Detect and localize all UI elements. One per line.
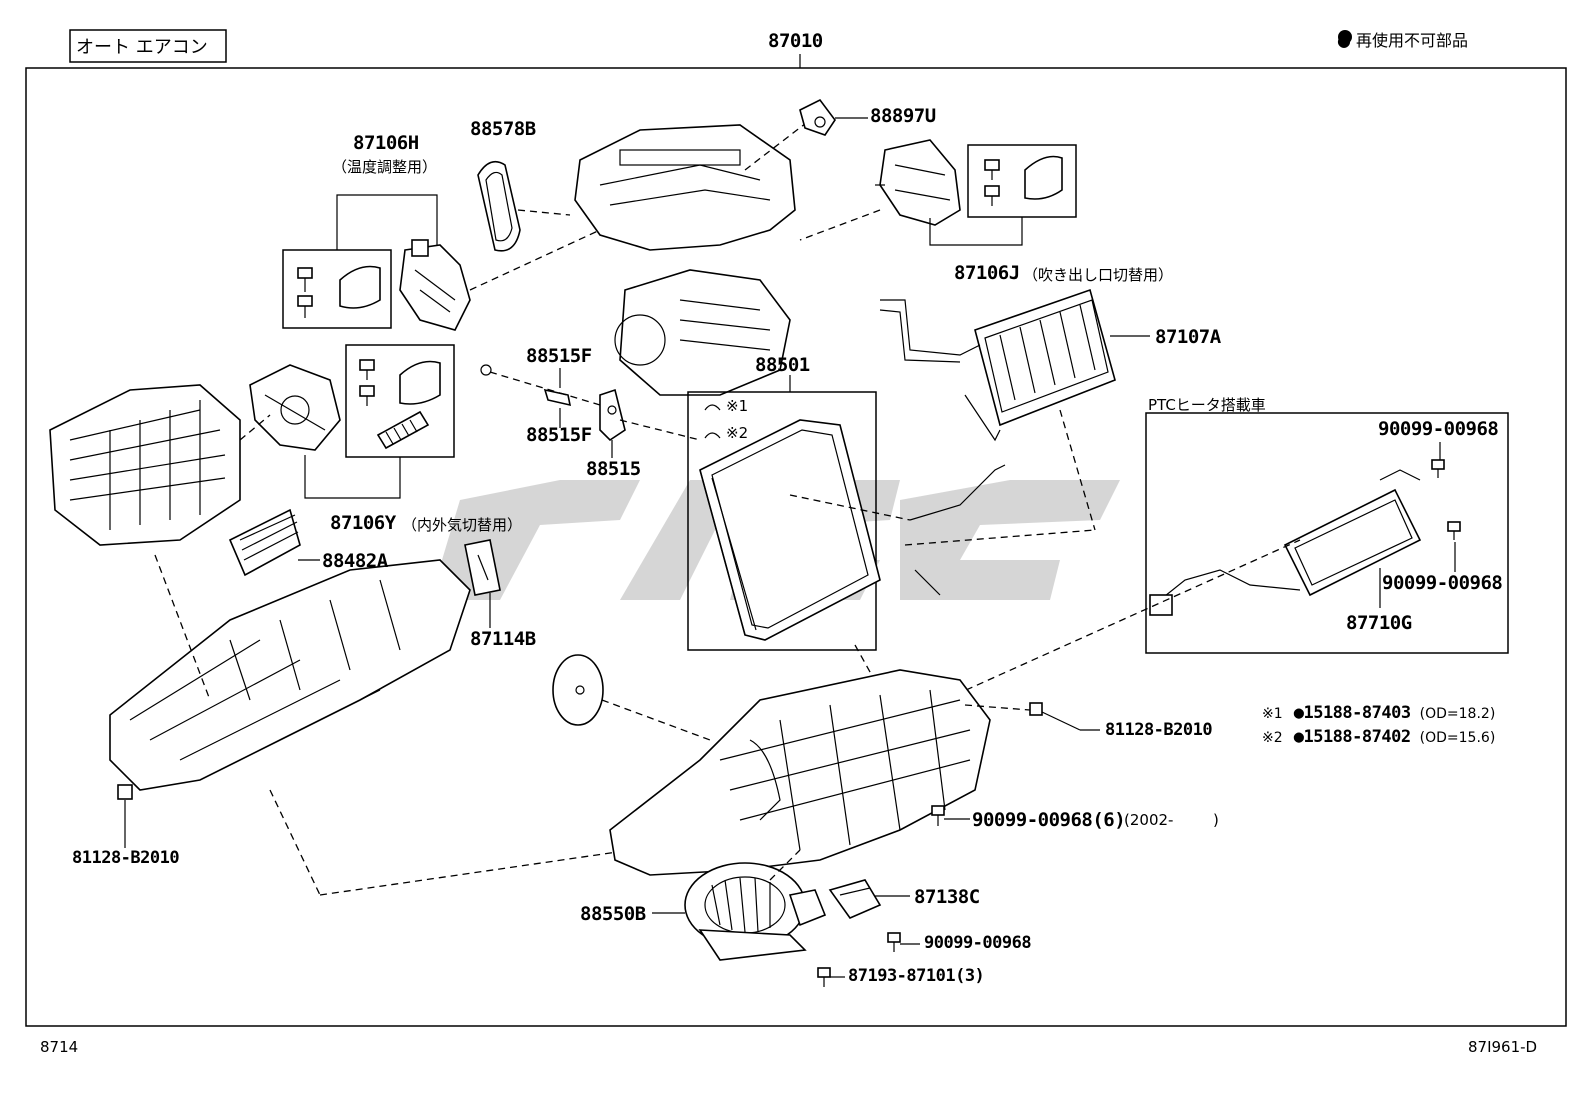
spring-87106Y [376,410,430,450]
screw-ptc-b [1447,521,1461,540]
screw-87193 [817,967,831,987]
damper-disk [552,654,604,726]
assembly-number: 87010 [768,30,823,52]
label-88501[interactable]: 88501 [755,354,810,376]
screw-ptc-a [1431,459,1445,478]
label-87106J[interactable]: 87106J [954,262,1020,284]
heater-core-87107A [879,288,1116,442]
gasket-87106H [339,265,381,309]
seal-88578B [477,160,521,252]
label-90099-c[interactable]: 90099-00968 [924,933,1032,953]
model-tag: オート エアコン [76,37,208,58]
sensor-88897U [799,98,836,136]
blower-motor-88550B [684,862,827,961]
lower-unit-case [609,669,991,876]
label-88515[interactable]: 88515 [586,458,641,480]
label-90099-a[interactable]: 90099-00968 [1378,418,1499,440]
label-87106Y[interactable]: 87106Y [330,512,396,534]
note-spec: (OD=15.6) [1419,730,1496,746]
mark-2-label: ※2 [726,424,749,442]
label-88578B[interactable]: 88578B [470,118,536,140]
label-87138C[interactable]: 87138C [914,886,980,908]
upper-heater-case [574,124,796,396]
note-87106H: （温度調整用） [332,158,438,176]
note-87106J: （吹き出し口切替用） [1023,266,1174,284]
label-88515F-a[interactable]: 88515F [526,345,592,367]
actuator-87106H [399,239,471,331]
label-87193[interactable]: 87193-87101(3) [848,966,985,986]
lower-frame [109,559,471,791]
label-87107A[interactable]: 87107A [1155,326,1221,348]
note-mark: ※2 [1262,730,1283,746]
model-tag-box [69,29,227,63]
evaporator-88501 [699,419,881,641]
label-81128-right[interactable]: 81128-B2010 [1105,720,1213,740]
main-frame [25,67,1567,1027]
screw-group-87106Y [359,359,375,406]
label-88897U[interactable]: 88897U [870,105,936,127]
filter-88482A [228,508,301,577]
intake-case [49,384,241,546]
actuator-87106Y [249,364,341,451]
legend-bullet [1338,30,1352,44]
label-88515F-b[interactable]: 88515F [526,424,592,446]
label-81128-left[interactable]: 81128-B2010 [72,848,180,868]
label-90099-b[interactable]: 90099-00968 [1382,572,1503,594]
label-90099-6[interactable]: 90099-00968(6) [972,809,1126,831]
page-code: 8714 [40,1038,79,1056]
screw-group-87106H [297,267,313,318]
label-87710G[interactable]: 87710G [1346,612,1412,634]
date-90099-6: (2002- [1124,811,1174,829]
resistor-87138C [828,879,882,919]
valve-88515 [599,388,626,442]
ptc-heater-box [1145,412,1509,654]
kit-box-88501 [687,391,877,651]
screw-90099-c [887,932,901,952]
label-88550B[interactable]: 88550B [580,903,646,925]
label-87106H[interactable]: 87106H [353,132,419,154]
gasket-87106J [1024,155,1063,200]
oring-88515F [480,364,572,407]
note-mark: ※1 [1262,706,1283,722]
date-close-90099-6: ) [1213,811,1219,829]
figure-id: 87I961-D [1468,1038,1538,1056]
note-row-2: ※2 ●15188-87402 (OD=15.6) [1262,727,1495,747]
note-row-1: ※1 ●15188-87403 (OD=18.2) [1262,703,1495,723]
legend-text: ● 再使用不可部品 [1337,31,1469,50]
actuator-87106J [875,139,961,226]
note-part[interactable]: ●15188-87402 [1293,727,1411,747]
screw-group-87106J [984,159,1000,206]
screw-90099-6 [931,805,945,826]
note-87106Y: （内外気切替用） [402,516,523,534]
ptc-box-title: PTCヒータ搭載車 [1148,396,1266,414]
sensor-87114B [464,539,501,596]
label-88482A[interactable]: 88482A [322,550,388,572]
note-spec: (OD=18.2) [1419,706,1496,722]
label-87114B[interactable]: 87114B [470,628,536,650]
ptc-heater-87710G [1149,469,1422,616]
note-part[interactable]: ●15188-87403 [1293,703,1411,723]
mark-1-label: ※1 [726,397,749,415]
gasket-87106Y [399,360,441,405]
